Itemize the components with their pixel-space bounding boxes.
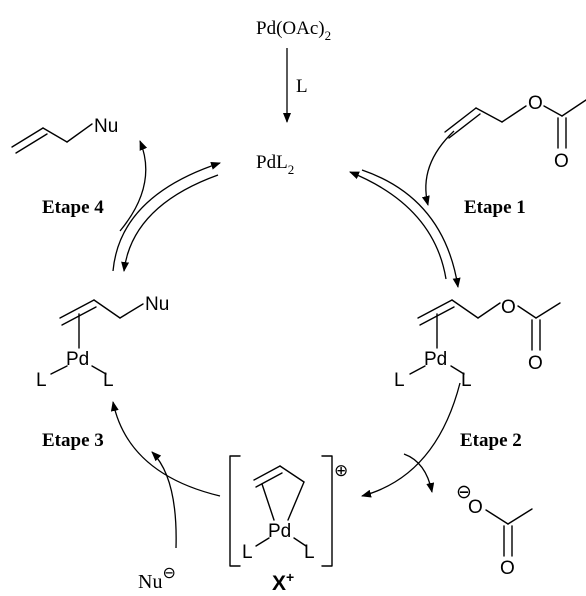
acetate-o-label: O	[468, 497, 483, 518]
step2-arrow	[361, 382, 461, 498]
substrate-entry-arrow	[421, 130, 455, 206]
acetate-release-arrow	[403, 453, 435, 493]
step2-label: Etape 2	[460, 430, 522, 451]
nucleophile-entry-arrow	[151, 451, 177, 549]
substrate-ether-o: O	[528, 93, 543, 114]
complex-carbonyl-o: O	[528, 353, 543, 374]
step4-forward-arrow	[112, 162, 221, 272]
left-bracket	[229, 455, 241, 567]
ligand-label: L	[296, 76, 308, 97]
intermediate-label: X+	[272, 569, 294, 595]
step1-reverse-arrow	[349, 171, 447, 280]
acetate-carbonyl-o: O	[500, 558, 515, 579]
intermediate-ligand-right: L	[304, 542, 315, 563]
step3-label: Etape 3	[42, 430, 104, 451]
pd-allyl-nu-complex: Nu Pd L L	[36, 294, 169, 391]
step4-reverse-arrow	[121, 174, 219, 272]
complex-ligand-left-right: L	[394, 370, 405, 391]
complex-pd-label-right: Pd	[424, 349, 447, 370]
allyl-nu-product: Nu	[11, 116, 118, 154]
substrate-carbonyl-o: O	[554, 151, 569, 172]
pi-allyl-intermediate: ⊕ Pd L L X+	[229, 455, 348, 595]
intermediate-ligand-left: L	[242, 542, 253, 563]
intermediate-charge: ⊕	[334, 461, 348, 480]
step1-forward-arrow	[361, 169, 461, 288]
complex-ether-o: O	[501, 297, 516, 318]
intermediate-pd-label: Pd	[268, 521, 291, 542]
nucleophile-label: Nu⊖	[138, 565, 176, 593]
pd-allyl-acetate-complex: O O Pd L L	[394, 297, 561, 391]
catalyst-label: PdL2	[256, 152, 294, 177]
step4-label: Etape 4	[42, 197, 104, 218]
acetate-charge: ⊖	[456, 482, 472, 503]
step3-arrow	[110, 401, 221, 497]
precursor-label: Pd(OAc)2	[256, 18, 331, 43]
step1-label: Etape 1	[464, 197, 526, 218]
complex-ligand-right: L	[103, 370, 114, 391]
complex-pd-label: Pd	[66, 349, 89, 370]
allyl-acetate-substrate: O O	[444, 93, 586, 172]
right-bracket	[321, 455, 333, 567]
complex-nu-label: Nu	[145, 294, 169, 315]
product-release-arrow	[119, 140, 148, 232]
product-nu-label: Nu	[94, 116, 118, 137]
complex-ligand-left: L	[36, 370, 47, 391]
acetate-anion: ⊖ O O	[456, 482, 533, 579]
complex-ligand-right-right: L	[461, 370, 472, 391]
